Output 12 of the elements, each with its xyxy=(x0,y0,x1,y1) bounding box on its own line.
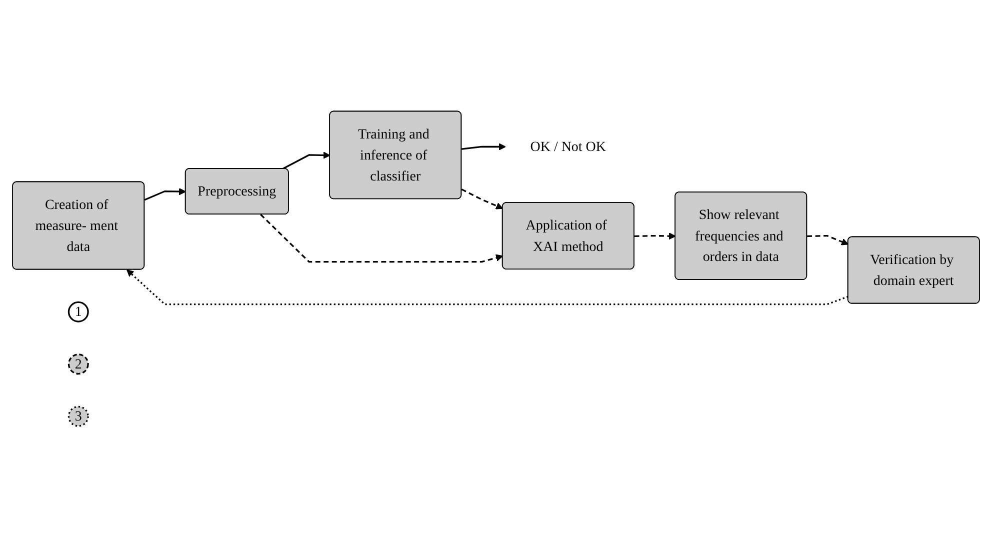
node-circle: 2 xyxy=(68,354,89,375)
arrow xyxy=(461,188,504,210)
arrow xyxy=(634,232,676,240)
arrow xyxy=(260,214,504,263)
node-text: OK / Not OK xyxy=(530,138,606,154)
arrow xyxy=(126,269,848,306)
arrow xyxy=(807,234,849,246)
arrow xyxy=(462,143,506,150)
node-circle: 1 xyxy=(68,301,89,322)
arrow xyxy=(144,188,186,201)
arrow xyxy=(282,152,330,170)
node-circle: 3 xyxy=(68,406,89,427)
